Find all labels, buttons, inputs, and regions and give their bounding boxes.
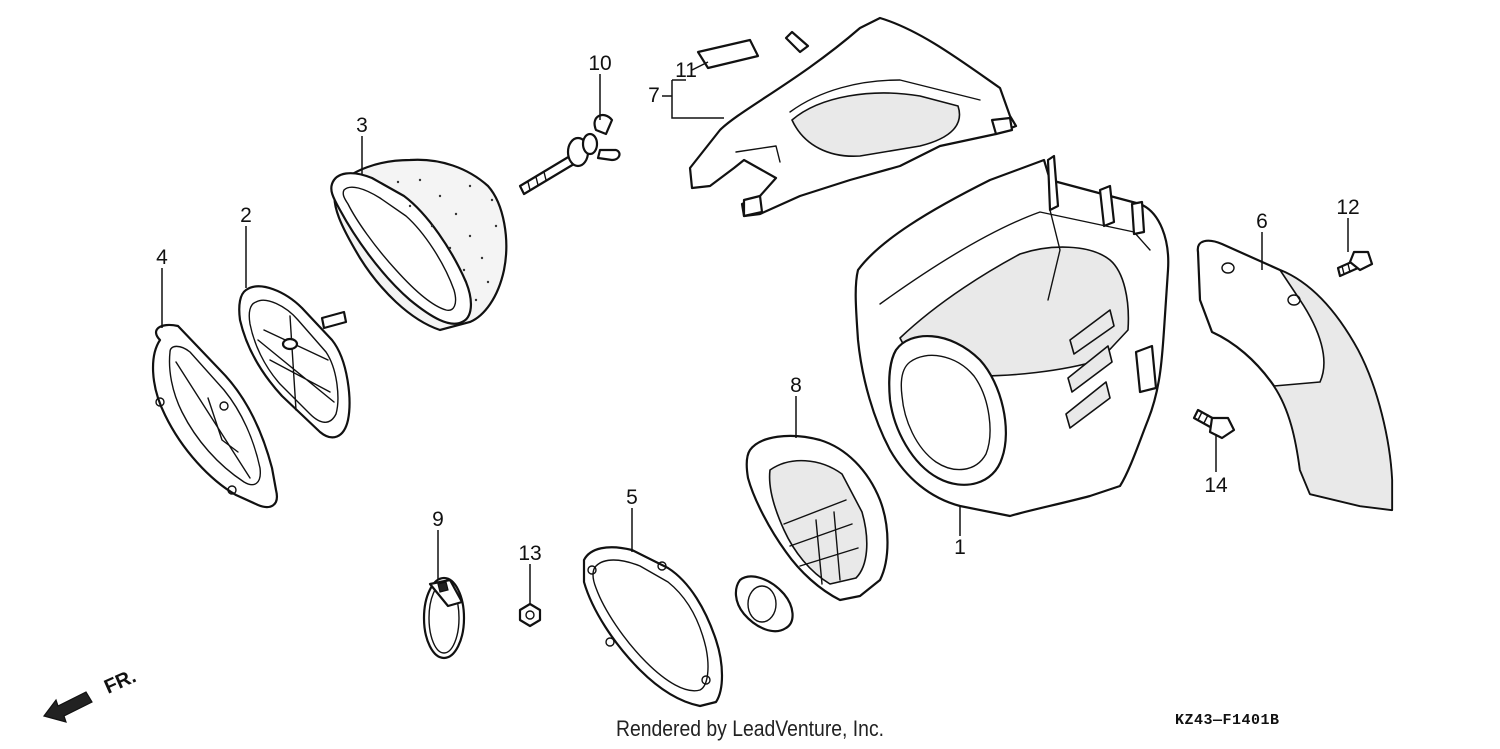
- part-3-foam-filter[interactable]: [330, 158, 508, 332]
- callout-5[interactable]: 5: [626, 486, 638, 509]
- callout-labels: 1 2 3 4 5 6 7 8 9 10 11 12 13 14: [156, 52, 1360, 565]
- part-14-bolt[interactable]: [1192, 408, 1236, 440]
- part-13-nut[interactable]: [518, 602, 542, 628]
- callout-2[interactable]: 2: [240, 204, 252, 227]
- callout-11[interactable]: 11: [675, 59, 697, 82]
- leader-lines: [161, 61, 1349, 604]
- part-4-cover-plate[interactable]: [152, 323, 278, 509]
- part-7-upper-cover[interactable]: [688, 16, 1018, 218]
- callout-12[interactable]: 12: [1336, 196, 1359, 219]
- leader-7-bracket: [662, 79, 686, 97]
- part-6-side-plate[interactable]: [1196, 239, 1394, 512]
- render-credit: Rendered by LeadVenture, Inc.: [615, 716, 885, 741]
- callout-9[interactable]: 9: [432, 508, 444, 531]
- part-8-intake-boot[interactable]: [734, 434, 889, 633]
- callout-13[interactable]: 13: [518, 542, 541, 565]
- part-11-label[interactable]: [696, 38, 760, 70]
- callout-8[interactable]: 8: [790, 374, 802, 397]
- part-1-air-cleaner-case[interactable]: [854, 154, 1170, 518]
- callout-6[interactable]: 6: [1256, 210, 1268, 233]
- part-5-gasket[interactable]: [582, 546, 724, 708]
- diagram-code: KZ43—F1401B: [1175, 712, 1280, 729]
- callout-3[interactable]: 3: [356, 114, 368, 137]
- front-label: FR.: [101, 665, 139, 698]
- leader-7: [671, 80, 724, 119]
- callout-1[interactable]: 1: [954, 536, 966, 559]
- callout-14[interactable]: 14: [1204, 474, 1228, 497]
- part-2-filter-cage[interactable]: [238, 285, 351, 439]
- part-10-wing-bolt[interactable]: [518, 113, 621, 196]
- callout-7[interactable]: 7: [648, 84, 660, 107]
- callout-10[interactable]: 10: [588, 52, 611, 75]
- leader-11: [691, 61, 709, 71]
- front-arrow-icon: [42, 691, 93, 723]
- part-9-hose-clamp[interactable]: [422, 576, 466, 660]
- part-12-bolt[interactable]: [1336, 250, 1374, 278]
- front-direction-indicator: FR.: [42, 665, 139, 723]
- callout-4[interactable]: 4: [156, 246, 168, 269]
